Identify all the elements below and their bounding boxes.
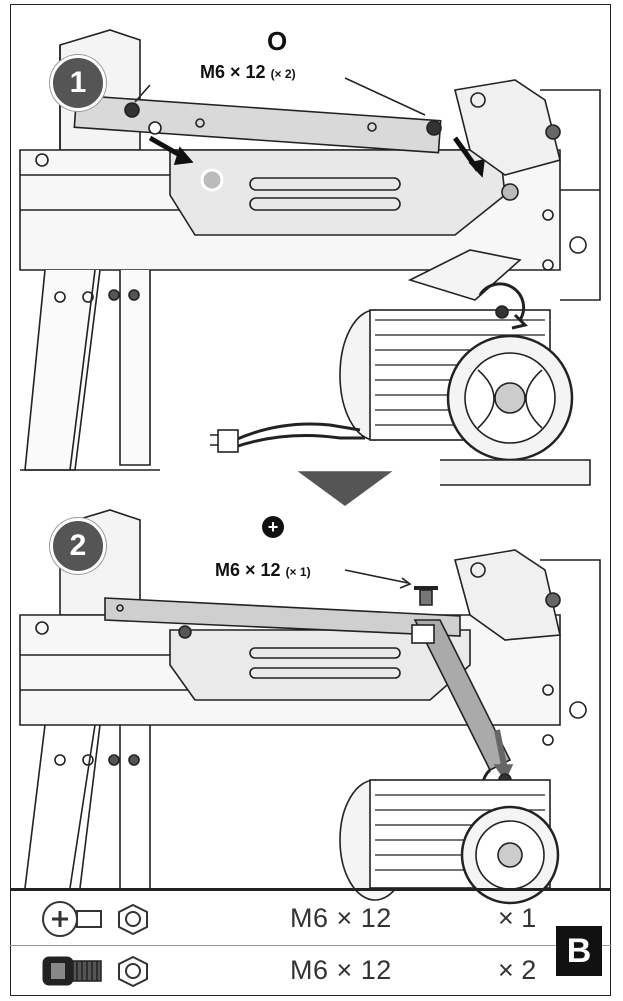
step-1-badge: 1	[50, 55, 106, 111]
parts-row: M6 × 12 × 1	[10, 895, 611, 946]
page-frame	[10, 4, 611, 996]
step2-fastener-callout: M6 × 12 (× 1)	[215, 560, 311, 581]
step-1-number: 1	[69, 66, 87, 99]
section-letter: B	[566, 931, 592, 970]
step1-fastener-qty: (× 2)	[270, 67, 296, 81]
motor-step1	[339, 309, 591, 486]
part-count: × 1	[498, 903, 537, 933]
cross-head-screw-icon	[42, 901, 148, 937]
part-spec: M6 × 12	[290, 955, 392, 985]
hex-nut-icon	[118, 903, 148, 936]
parts-row: M6 × 12 × 2	[10, 947, 611, 997]
step2-fastener-spec: M6 × 12	[215, 560, 281, 580]
add-symbol: +	[262, 516, 284, 538]
part-spec: M6 × 12	[290, 903, 392, 933]
add-symbol-glyph: +	[267, 517, 279, 537]
hex-nut-icon	[118, 955, 148, 988]
step2-drawing	[19, 509, 601, 905]
parts-divider	[10, 945, 611, 946]
remove-symbol: O	[267, 26, 288, 56]
step1-fastener-spec: M6 × 12	[200, 62, 266, 82]
step1-fastener-callout: M6 × 12 (× 2)	[200, 62, 296, 83]
parts-list: M6 × 12 × 1 M6 × 12 × 2	[10, 888, 611, 999]
part-count: × 2	[498, 955, 537, 985]
step2-fastener-qty: (× 1)	[285, 565, 311, 579]
hex-socket-screw-icon	[42, 955, 148, 988]
step1-drawing	[19, 29, 601, 506]
step-2-number: 2	[69, 529, 87, 562]
section-label: B	[556, 926, 602, 976]
step-2-badge: 2	[50, 518, 106, 574]
